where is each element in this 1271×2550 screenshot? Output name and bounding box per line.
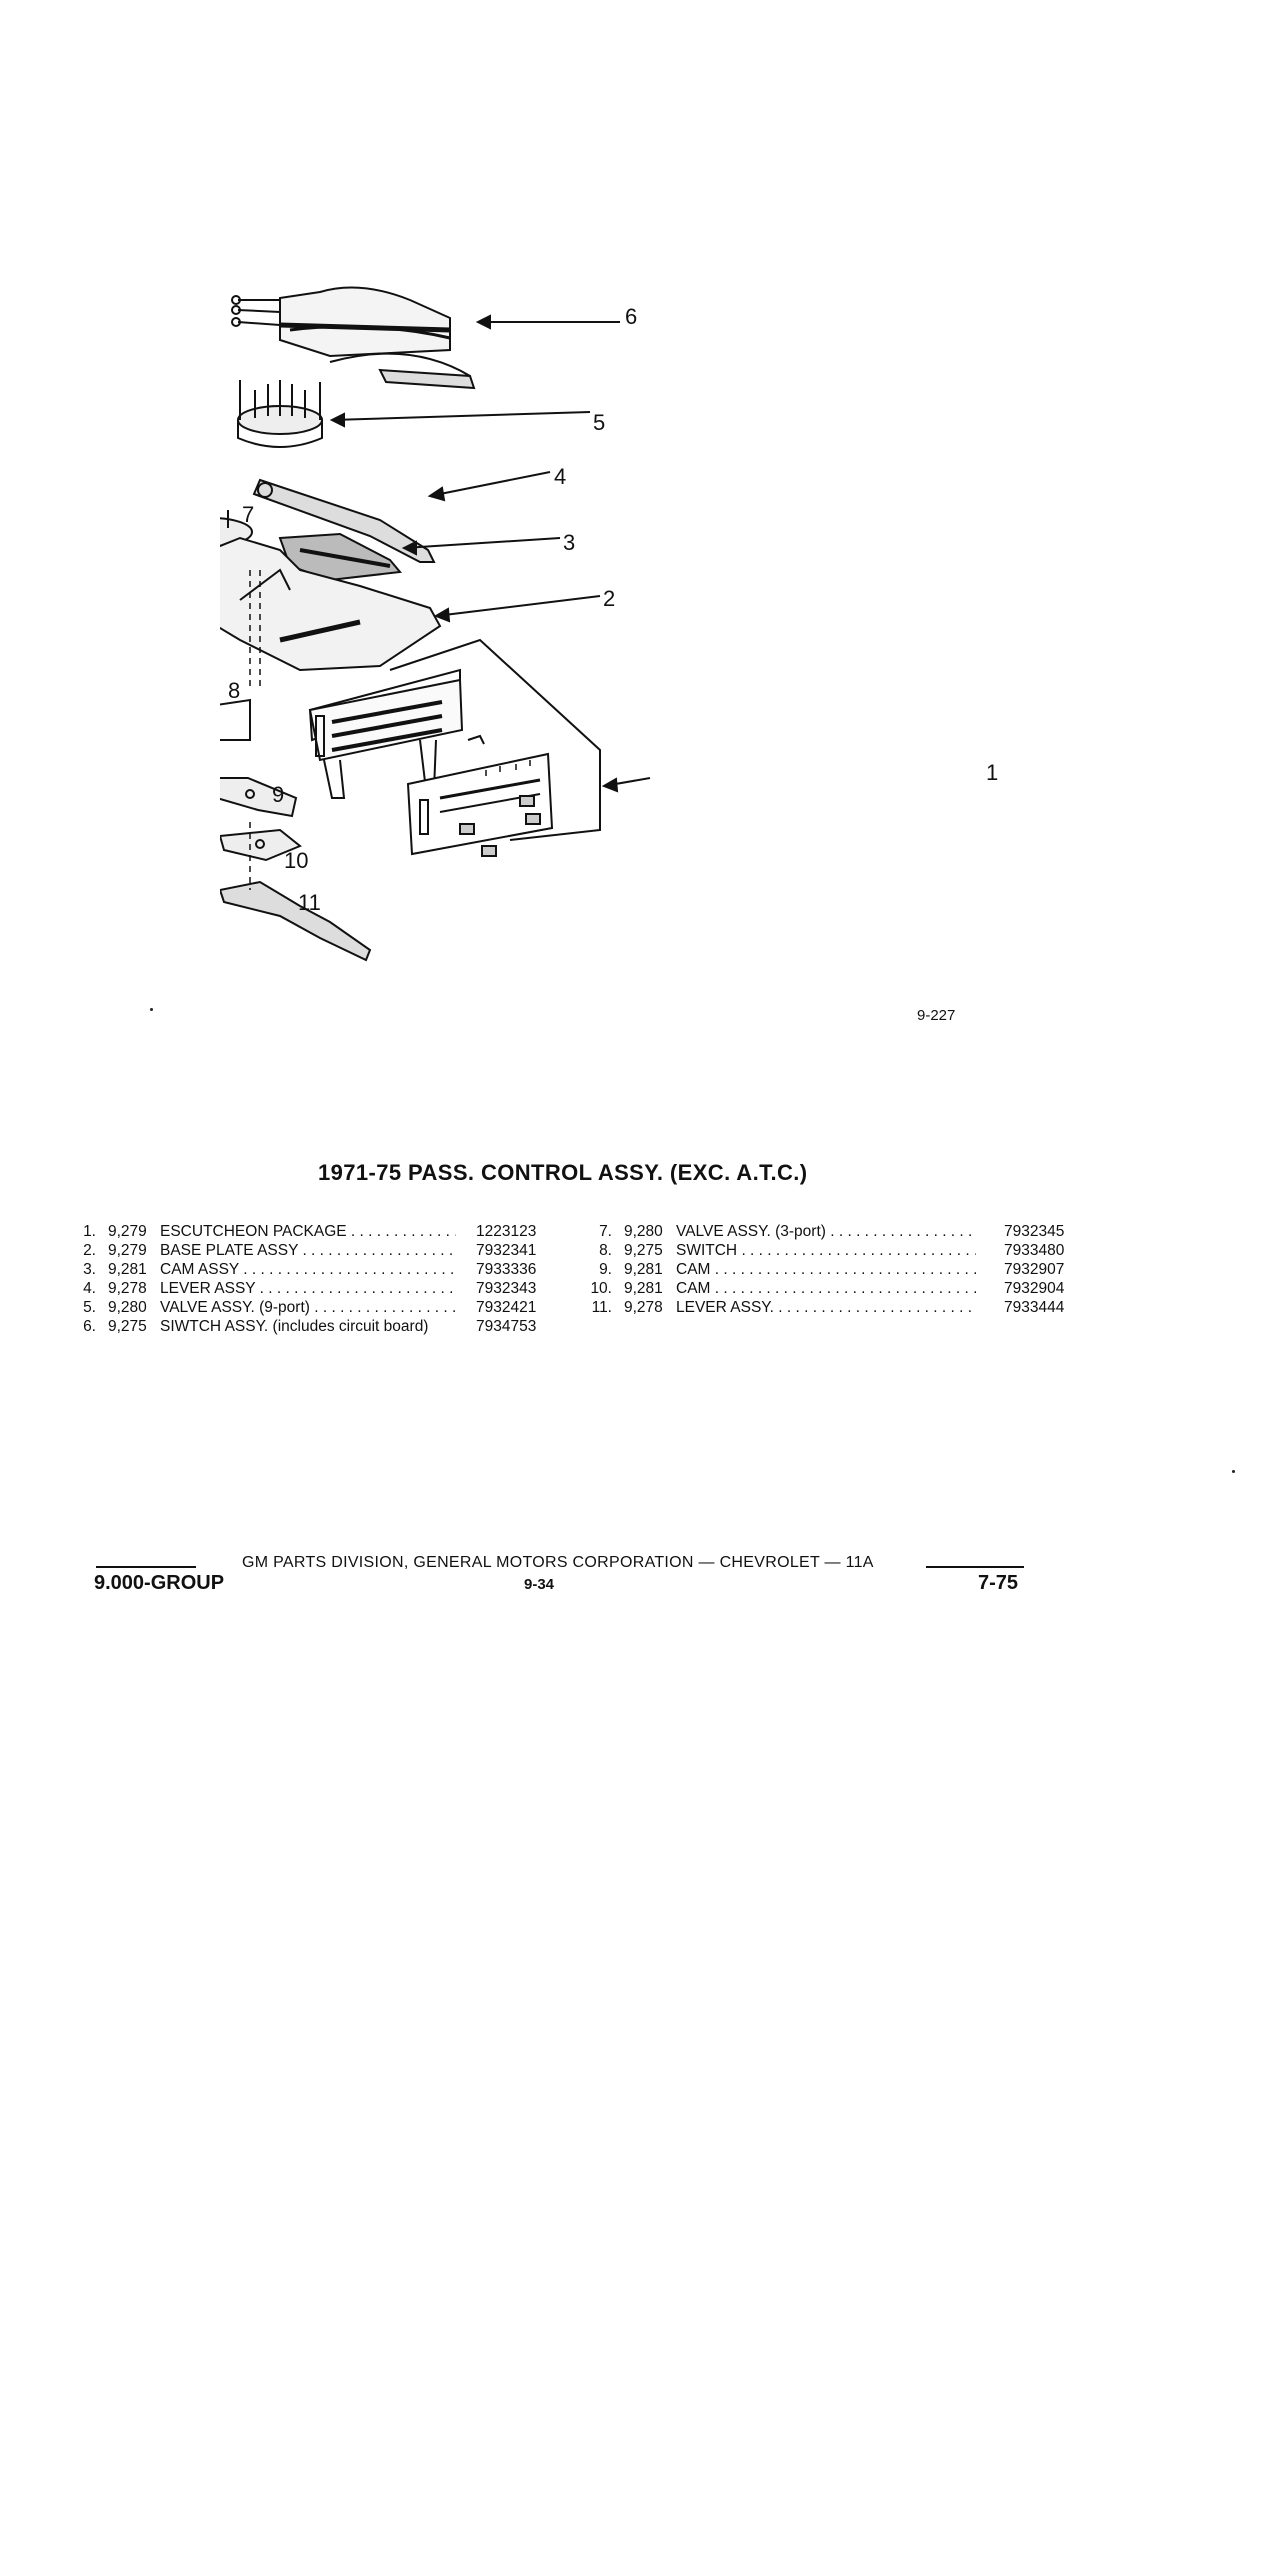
part-group-number: 9,278 [624, 1299, 663, 1316]
callout-10: 10 [284, 848, 309, 873]
parts-list-row: 10. 9,281 CAM . . . . . . . . . . . . . . … [582, 1279, 1082, 1298]
part-group-number: 9,280 [624, 1223, 663, 1240]
callout-9: 9 [272, 782, 285, 807]
part-number: 7933336 [476, 1261, 537, 1278]
part-description: LEVER ASSY . . . . . . . . . . . . . . .… [160, 1280, 456, 1297]
footer-rule-right [926, 1566, 1024, 1568]
callout-1: 1 [986, 760, 999, 785]
footer-page-number: 9-34 [524, 1576, 555, 1593]
page-title: 1971-75 PASS. CONTROL ASSY. (EXC. A.T.C.… [318, 1160, 808, 1185]
part-ref-number: 3. [83, 1261, 96, 1278]
parts-list-row: 6. 9,275 SIWTCH ASSY. (includes circuit bo… [72, 1317, 572, 1336]
scan-speck [1232, 1470, 1235, 1473]
part-description: LEVER ASSY. . . . . . . . . . . . . . . … [676, 1299, 976, 1316]
callout-8: 8 [228, 678, 241, 703]
footer-group: 9.000-GROUP [94, 1572, 225, 1594]
parts-list-row: 8. 9,275 SWITCH . . . . . . . . . . . . . … [582, 1241, 1082, 1260]
callout-2: 2 [603, 586, 616, 611]
part-group-number: 9,279 [108, 1223, 147, 1240]
parts-list-left: 1. 9,279 ESCUTCHEON PACKAGE . . . . . . . … [72, 1222, 572, 1336]
part-description: BASE PLATE ASSY . . . . . . . . . . . . … [160, 1242, 456, 1259]
part-ref-number: 4. [83, 1280, 96, 1297]
part-number: 7934753 [476, 1318, 537, 1335]
footer-publisher: GM PARTS DIVISION, GENERAL MOTORS CORPOR… [242, 1554, 874, 1571]
parts-list-right: 7. 9,280 VALVE ASSY. (3-port) . . . . . . … [582, 1222, 1082, 1317]
part-number: 7933444 [1004, 1299, 1065, 1316]
callout-5: 5 [593, 410, 606, 435]
part-ref-number: 7. [599, 1223, 612, 1240]
callout-6: 6 [625, 304, 638, 329]
part-number: 7932421 [476, 1299, 537, 1316]
parts-list-row: 4. 9,278 LEVER ASSY . . . . . . . . . . . … [72, 1279, 572, 1298]
exploded-view-drawing [109, 286, 651, 962]
parts-list-row: 2. 9,279 BASE PLATE ASSY . . . . . . . . .… [72, 1241, 572, 1260]
part-group-number: 9,275 [624, 1242, 663, 1259]
callout-11: 11 [298, 890, 321, 915]
part-ref-number: 6. [83, 1318, 96, 1335]
parts-list-row: 9. 9,281 CAM . . . . . . . . . . . . . . .… [582, 1260, 1082, 1279]
part-description: CAM ASSY . . . . . . . . . . . . . . . .… [160, 1261, 456, 1278]
parts-list-row: 7. 9,280 VALVE ASSY. (3-port) . . . . . . … [582, 1222, 1082, 1241]
callout-3: 3 [563, 530, 576, 555]
part-description: VALVE ASSY. (3-port) . . . . . . . . . .… [676, 1223, 976, 1240]
part-group-number: 9,281 [624, 1280, 663, 1297]
part-description: VALVE ASSY. (9-port) . . . . . . . . . .… [160, 1299, 456, 1316]
parts-list-row: 1. 9,279 ESCUTCHEON PACKAGE . . . . . . . … [72, 1222, 572, 1241]
callout-4: 4 [554, 464, 567, 489]
part-description: SIWTCH ASSY. (includes circuit board) [160, 1318, 429, 1335]
callout-7: 7 [242, 502, 255, 527]
part-group-number: 9,281 [108, 1261, 147, 1278]
part-group-number: 9,280 [108, 1299, 147, 1316]
part-ref-number: 2. [83, 1242, 96, 1259]
parts-list-row: 3. 9,281 CAM ASSY . . . . . . . . . . . . … [72, 1260, 572, 1279]
scan-speck [150, 1008, 153, 1011]
part-ref-number: 9. [599, 1261, 612, 1278]
part-ref-number: 5. [83, 1299, 96, 1316]
part-description: CAM . . . . . . . . . . . . . . . . . . … [676, 1261, 976, 1278]
part-number: 7933480 [1004, 1242, 1065, 1259]
part-number: 7932904 [1004, 1280, 1065, 1297]
part-number: 1223123 [476, 1223, 537, 1240]
exploded-view-illustration: 6 5 4 3 2 1 7 8 9 10 11 [109, 270, 1040, 1010]
figure-code: 9-227 [917, 1007, 956, 1024]
parts-list-row: 5. 9,280 VALVE ASSY. (9-port) . . . . . . … [72, 1298, 572, 1317]
part-group-number: 9,279 [108, 1242, 147, 1259]
part-description: SWITCH . . . . . . . . . . . . . . . . .… [676, 1242, 976, 1259]
part-description: CAM . . . . . . . . . . . . . . . . . . … [676, 1280, 976, 1297]
part-number: 7932907 [1004, 1261, 1065, 1278]
part-group-number: 9,281 [624, 1261, 663, 1278]
footer-rule-left [96, 1566, 196, 1568]
part-number: 7932345 [1004, 1223, 1065, 1240]
part-group-number: 9,278 [108, 1280, 147, 1297]
part-ref-number: 11. [591, 1299, 612, 1316]
part-number: 7932341 [476, 1242, 537, 1259]
footer-date: 7-75 [978, 1572, 1019, 1594]
part-group-number: 9,275 [108, 1318, 147, 1335]
part-description: ESCUTCHEON PACKAGE . . . . . . . . . . .… [160, 1223, 456, 1240]
part-number: 7932343 [476, 1280, 537, 1297]
parts-list-row: 11. 9,278 LEVER ASSY. . . . . . . . . . . … [582, 1298, 1082, 1317]
part-ref-number: 1. [83, 1223, 96, 1240]
part-ref-number: 8. [599, 1242, 612, 1259]
part-ref-number: 10. [590, 1280, 612, 1297]
